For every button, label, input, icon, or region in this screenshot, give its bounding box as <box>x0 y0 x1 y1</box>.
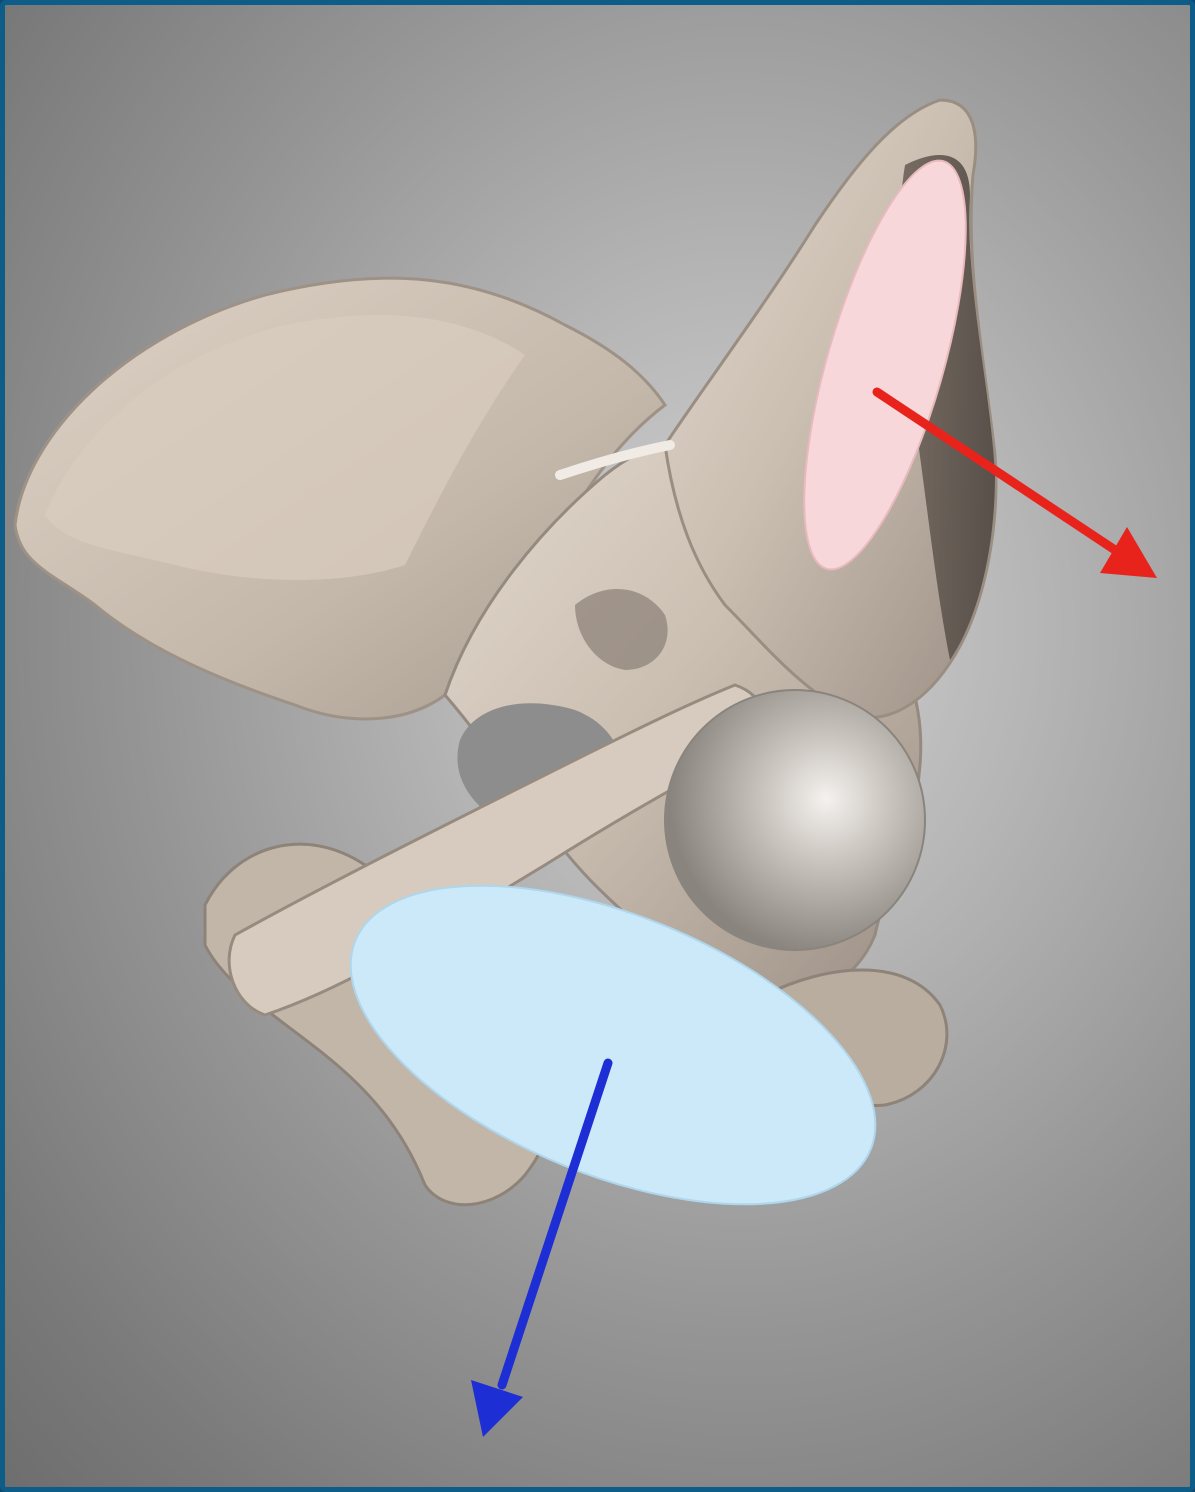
pelvis-illustration <box>5 5 1190 1487</box>
femoral-head <box>665 690 925 950</box>
